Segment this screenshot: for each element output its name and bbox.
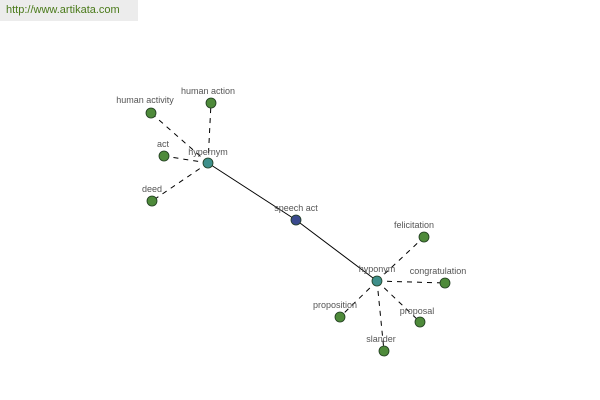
node-deed[interactable] bbox=[146, 195, 158, 207]
edge-hypernym-deed bbox=[151, 162, 209, 202]
labels: human activity human action act deed hyperny… bbox=[116, 86, 466, 344]
node-label-felicitation: felicitation bbox=[394, 220, 434, 230]
site-url-link[interactable]: http://www.artikata.com bbox=[6, 4, 120, 16]
edge-hypernym-human-activity bbox=[150, 112, 209, 164]
node-label-human-activity: human activity bbox=[116, 95, 174, 105]
node-label-hyponym: hyponym bbox=[359, 264, 396, 274]
node-proposition[interactable] bbox=[334, 311, 346, 323]
node-label-human-action: human action bbox=[181, 86, 235, 96]
node-congratulation[interactable] bbox=[439, 277, 451, 289]
node-felicitation[interactable] bbox=[418, 231, 430, 243]
node-act[interactable] bbox=[158, 150, 170, 162]
nodes bbox=[145, 97, 451, 357]
node-label-hypernym: hypernym bbox=[188, 147, 228, 157]
node-human-action[interactable] bbox=[205, 97, 217, 109]
node-label-act: act bbox=[157, 139, 170, 149]
node-human-activity[interactable] bbox=[145, 107, 157, 119]
node-label-proposition: proposition bbox=[313, 300, 357, 310]
node-label-congratulation: congratulation bbox=[410, 266, 467, 276]
edge-hypernym-human-action bbox=[207, 102, 212, 164]
edge-hyponym-slander bbox=[376, 280, 385, 352]
edge-hypernym-act bbox=[163, 155, 209, 164]
node-speech-act[interactable] bbox=[290, 214, 302, 226]
edges bbox=[150, 102, 446, 352]
edge-hyponym-congratulation bbox=[376, 280, 446, 284]
edge-speech-act-hyponym bbox=[295, 219, 378, 282]
url-banner: http://www.artikata.com bbox=[0, 0, 138, 21]
node-hyponym[interactable] bbox=[371, 275, 383, 287]
edge-hyponym-felicitation bbox=[376, 236, 425, 282]
edge-speech-act-hypernym bbox=[207, 162, 297, 221]
node-label-proposal: proposal bbox=[400, 306, 435, 316]
node-proposal[interactable] bbox=[414, 316, 426, 328]
node-label-slander: slander bbox=[366, 334, 396, 344]
edge-hyponym-proposition bbox=[339, 280, 378, 318]
node-hypernym[interactable] bbox=[202, 157, 214, 169]
node-label-deed: deed bbox=[142, 184, 162, 194]
node-label-speech-act: speech act bbox=[274, 203, 318, 213]
node-slander[interactable] bbox=[378, 345, 390, 357]
